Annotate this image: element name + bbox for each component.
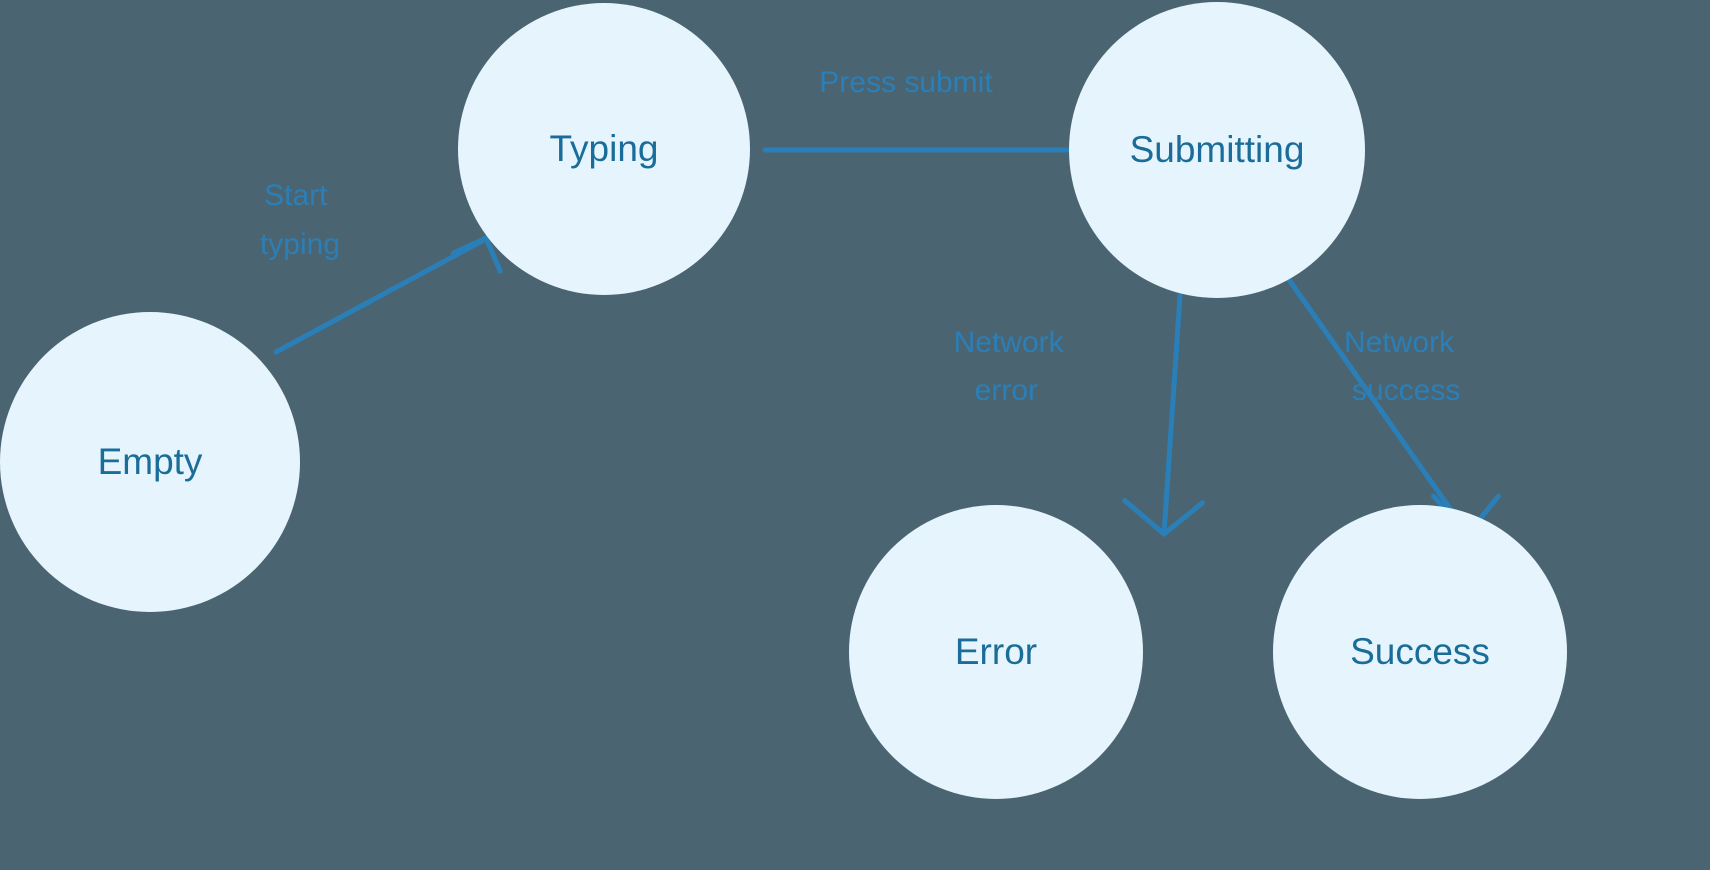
edge-arrowhead-empty-to-typing	[450, 235, 503, 274]
node-empty-circle[interactable]	[0, 312, 300, 612]
node-typing-label: Typing	[549, 128, 658, 169]
node-submitting[interactable]: Submitting	[1069, 2, 1365, 298]
node-success-circle[interactable]	[1273, 505, 1567, 799]
edge-line-empty-to-typing	[273, 238, 485, 355]
edge-label-line: typing	[260, 228, 340, 261]
edge-label-line: error	[975, 374, 1038, 407]
edge-label-line: Network	[1344, 326, 1455, 359]
node-typing[interactable]: Typing	[458, 3, 750, 295]
edge-submitting-to-success: Network success	[1277, 264, 1501, 537]
edge-label-line: success	[1352, 374, 1460, 407]
edge-line-submitting-to-error	[1161, 293, 1183, 537]
node-success-label: Success	[1350, 631, 1490, 672]
node-error-label: Error	[955, 631, 1037, 672]
node-submitting-label: Submitting	[1130, 129, 1305, 170]
node-empty[interactable]: Empty	[0, 312, 300, 612]
edge-label-submitting-to-success: Network success	[1344, 326, 1462, 407]
node-submitting-circle[interactable]	[1069, 2, 1365, 298]
edge-empty-to-typing: Start typing	[260, 179, 503, 355]
edge-arrowhead-submitting-to-error	[1122, 498, 1206, 537]
edge-label-submitting-to-error: Network error	[954, 326, 1072, 407]
edge-label-line: Press submit	[819, 66, 993, 99]
edge-label-line: Start	[264, 179, 328, 212]
edge-line-submitting-to-success	[1277, 264, 1471, 537]
edge-typing-to-submitting: Press submit	[762, 66, 1146, 182]
node-empty-label: Empty	[98, 441, 203, 482]
edge-submitting-to-error: Network error	[954, 293, 1206, 537]
node-success[interactable]: Success	[1273, 505, 1567, 799]
node-error-circle[interactable]	[849, 505, 1143, 799]
edge-label-line: Network	[954, 326, 1065, 359]
node-typing-circle[interactable]	[458, 3, 750, 295]
node-error[interactable]: Error	[849, 505, 1143, 799]
edge-label-typing-to-submitting: Press submit	[819, 66, 993, 99]
edge-label-empty-to-typing: Start typing	[260, 179, 340, 261]
